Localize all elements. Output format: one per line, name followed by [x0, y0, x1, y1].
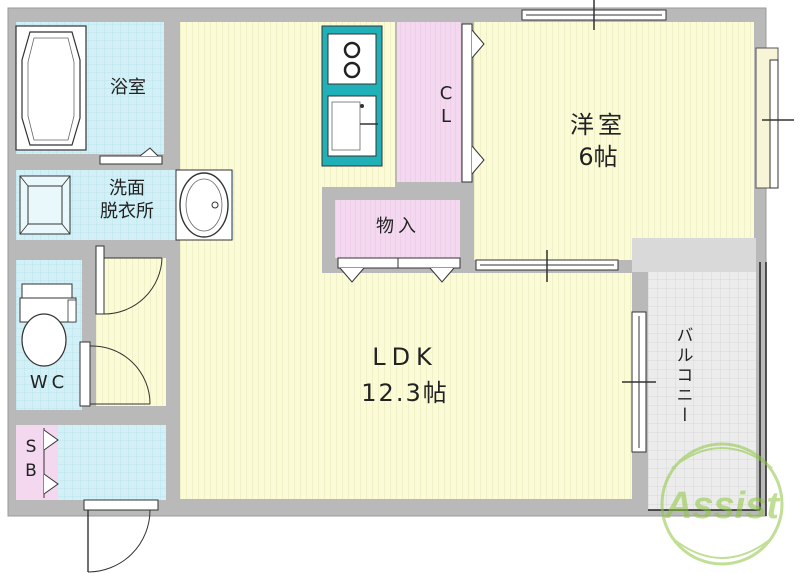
washing-machine-icon [19, 175, 71, 235]
washroom-label: 洗面 脱衣所 [100, 178, 154, 222]
balcony-wall [632, 238, 756, 272]
hall-doors [79, 245, 163, 407]
storage-label: 物入 [376, 216, 420, 237]
closet-floor [397, 22, 461, 182]
western-room-size: 6帖 [578, 143, 618, 171]
balcony-label: バルコニー [672, 326, 693, 426]
kitchen-icon [321, 25, 383, 167]
washbasin-icon [175, 169, 233, 241]
hall-floor [96, 258, 166, 406]
ldk-name: LDK [372, 343, 438, 371]
western-room-sliding-door [475, 250, 619, 282]
bathtub-icon [15, 25, 87, 151]
shoe-box-doors [43, 428, 59, 498]
balcony-floor [648, 272, 756, 510]
western-room-name: 洋室 [570, 111, 626, 139]
closet-label: C L [439, 83, 453, 128]
toilet-icon [19, 283, 77, 367]
bath-label: 浴室 [110, 77, 146, 98]
storage-floor [335, 200, 460, 258]
bath-door [99, 155, 163, 165]
balcony-window [622, 311, 656, 453]
ldk-size: 12.3帖 [361, 379, 449, 407]
ldk-floor-main [180, 273, 632, 499]
balcony-railing [648, 262, 767, 516]
toilet-label: WC [29, 372, 69, 393]
western-room-floor [474, 22, 754, 260]
entrance-door [83, 499, 159, 573]
watermark-text: Assist [664, 485, 780, 527]
shoe-box-label: S B [25, 437, 37, 481]
closet-doors [461, 23, 485, 183]
storage-doors [337, 257, 461, 283]
assist-logo-watermark: Assist [660, 442, 784, 566]
